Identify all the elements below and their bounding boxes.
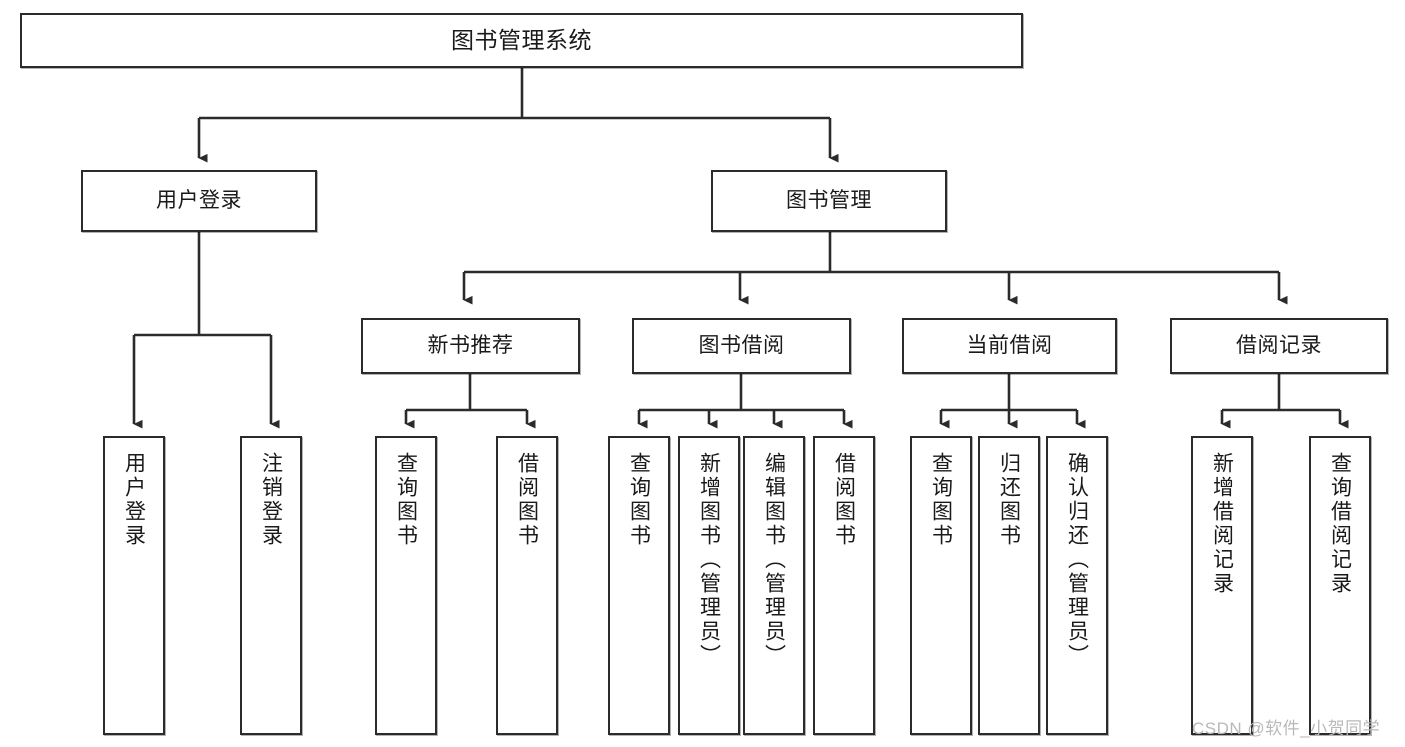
node-label: 查询图书	[627, 452, 651, 548]
node-label: 图书管理系统	[451, 26, 592, 53]
node-label: 确认归还（管理员）	[1065, 452, 1089, 668]
node-label: 图书管理	[786, 188, 872, 212]
leaf-current-query-book[interactable]: 查询图书	[910, 436, 972, 735]
leaf-current-confirm-return-admin[interactable]: 确认归还（管理员）	[1046, 436, 1108, 735]
node-book-borrow[interactable]: 图书借阅	[632, 318, 851, 374]
leaf-borrow-add-book-admin[interactable]: 新增图书（管理员）	[678, 436, 740, 735]
node-label: 借阅图书	[832, 452, 856, 548]
leaf-borrow-edit-book-admin[interactable]: 编辑图书（管理员）	[743, 436, 805, 735]
node-root-system[interactable]: 图书管理系统	[20, 13, 1023, 68]
node-new-book-recommend[interactable]: 新书推荐	[361, 318, 580, 374]
node-borrow-record[interactable]: 借阅记录	[1170, 318, 1388, 374]
node-label: 借阅记录	[1236, 333, 1322, 357]
leaf-borrow-borrow-book[interactable]: 借阅图书	[813, 436, 875, 735]
node-current-borrow[interactable]: 当前借阅	[902, 318, 1117, 374]
node-label: 当前借阅	[966, 333, 1053, 357]
node-label: 新增借阅记录	[1210, 452, 1234, 596]
node-label: 注销登录	[259, 452, 283, 548]
node-label: 借阅图书	[515, 452, 539, 548]
node-label: 用户登录	[122, 452, 146, 548]
node-label: 归还图书	[997, 452, 1021, 548]
node-label: 查询借阅记录	[1328, 452, 1352, 596]
node-label: 编辑图书（管理员）	[762, 452, 786, 668]
node-label: 图书借阅	[698, 333, 785, 357]
node-label: 查询图书	[929, 452, 953, 548]
leaf-user-login-logout[interactable]: 注销登录	[240, 436, 302, 735]
leaf-record-add-record[interactable]: 新增借阅记录	[1191, 436, 1253, 735]
node-label: 查询图书	[394, 452, 418, 548]
leaf-recommend-query-book[interactable]: 查询图书	[375, 436, 437, 735]
leaf-recommend-borrow-book[interactable]: 借阅图书	[496, 436, 558, 735]
leaf-current-return-book[interactable]: 归还图书	[978, 436, 1040, 735]
leaf-borrow-query-book[interactable]: 查询图书	[608, 436, 670, 735]
leaf-record-query-record[interactable]: 查询借阅记录	[1309, 436, 1371, 735]
node-label: 新增图书（管理员）	[697, 452, 721, 668]
node-book-management[interactable]: 图书管理	[711, 170, 947, 232]
node-label: 用户登录	[156, 188, 242, 212]
csdn-watermark: CSDN @软件_小贺同学	[1192, 719, 1381, 738]
node-user-login[interactable]: 用户登录	[81, 170, 317, 232]
node-label: 新书推荐	[427, 333, 514, 357]
leaf-user-login-login[interactable]: 用户登录	[103, 436, 165, 735]
